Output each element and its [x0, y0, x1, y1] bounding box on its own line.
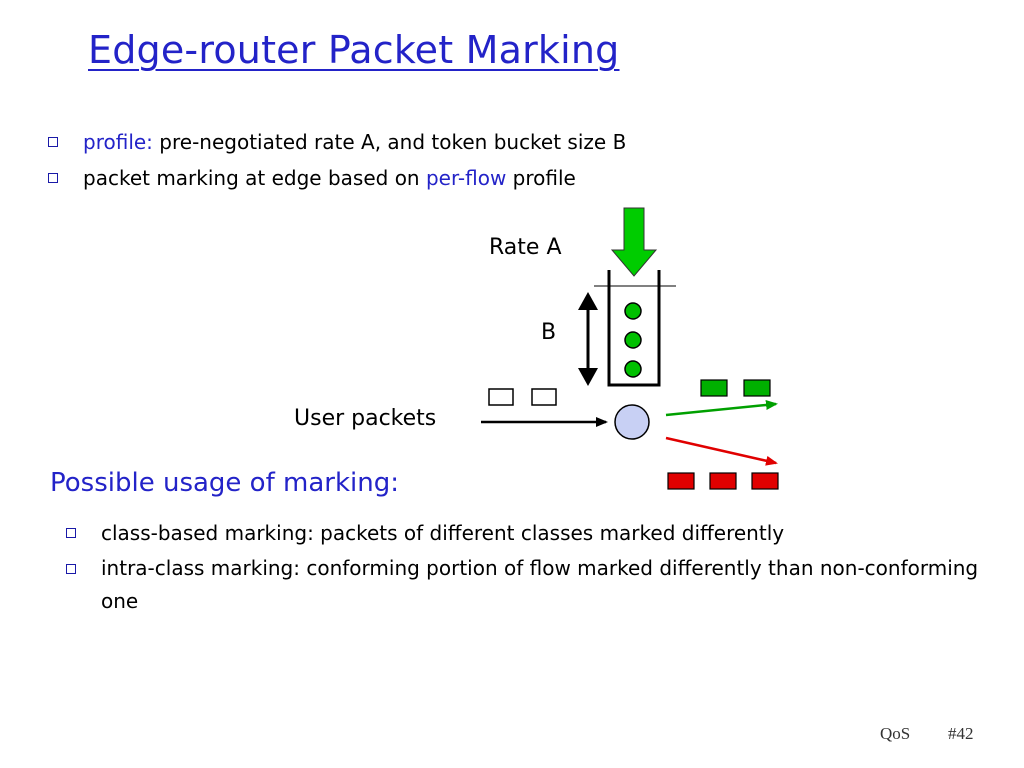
nonconforming-packet-group — [667, 472, 779, 490]
nonconforming-packet-icon — [751, 472, 779, 490]
token-icon — [624, 360, 642, 378]
conforming-arrow — [665, 400, 778, 417]
nonconforming-packet-icon — [667, 472, 695, 490]
bucket-size-label: B — [541, 320, 557, 345]
rate-a-label: Rate A — [489, 235, 562, 260]
conforming-packet-icon — [743, 379, 771, 397]
usage-bullet-list: class-based marking: packets of differen… — [66, 516, 1001, 618]
marker-node — [614, 404, 650, 440]
per-flow-text-before: packet marking at edge based on — [83, 166, 426, 190]
footer-section: QoS — [880, 724, 911, 743]
nonconforming-arrow — [665, 436, 778, 466]
usage-bullet-intra-class: intra-class marking: conforming portion … — [66, 552, 1001, 618]
profile-bullet-list: profile: pre-negotiated rate A, and toke… — [48, 124, 626, 196]
incoming-packet-icon — [488, 388, 514, 406]
footer-slide-number: #42 — [948, 724, 974, 743]
usage-bullet-text: intra-class marking: conforming portion … — [101, 556, 979, 613]
token-bucket — [607, 270, 661, 387]
bullet-profile: profile: pre-negotiated rate A, and toke… — [48, 124, 626, 160]
bucket-size-arrow-bottom-icon — [578, 368, 598, 386]
usage-bullet-text: class-based marking: packets of differen… — [101, 521, 785, 545]
square-bullet-icon — [66, 528, 76, 538]
incoming-packet-group — [488, 388, 557, 406]
token-icon — [624, 302, 642, 320]
bucket-size-arrow-top-icon — [578, 292, 598, 310]
profile-term: profile: — [83, 130, 153, 154]
slide-title: Edge-router Packet Marking — [88, 28, 620, 72]
profile-definition: pre-negotiated rate A, and token bucket … — [152, 130, 627, 154]
nonconforming-packet-icon — [709, 472, 737, 490]
square-bullet-icon — [48, 173, 58, 183]
incoming-packet-icon — [531, 388, 557, 406]
usage-heading: Possible usage of marking: — [50, 468, 399, 498]
per-flow-term: per-flow — [425, 166, 507, 190]
token-group — [624, 302, 642, 378]
token-icon — [624, 331, 642, 349]
per-flow-text-after: profile — [506, 166, 576, 190]
user-packets-label: User packets — [294, 406, 437, 431]
usage-bullet-class-based: class-based marking: packets of differen… — [66, 516, 1001, 550]
conforming-packet-group — [700, 379, 771, 397]
bullet-per-flow: packet marking at edge based on per-flow… — [48, 160, 626, 196]
square-bullet-icon — [66, 564, 76, 574]
rate-arrow-icon — [610, 207, 658, 277]
square-bullet-icon — [48, 137, 58, 147]
conforming-packet-icon — [700, 379, 728, 397]
